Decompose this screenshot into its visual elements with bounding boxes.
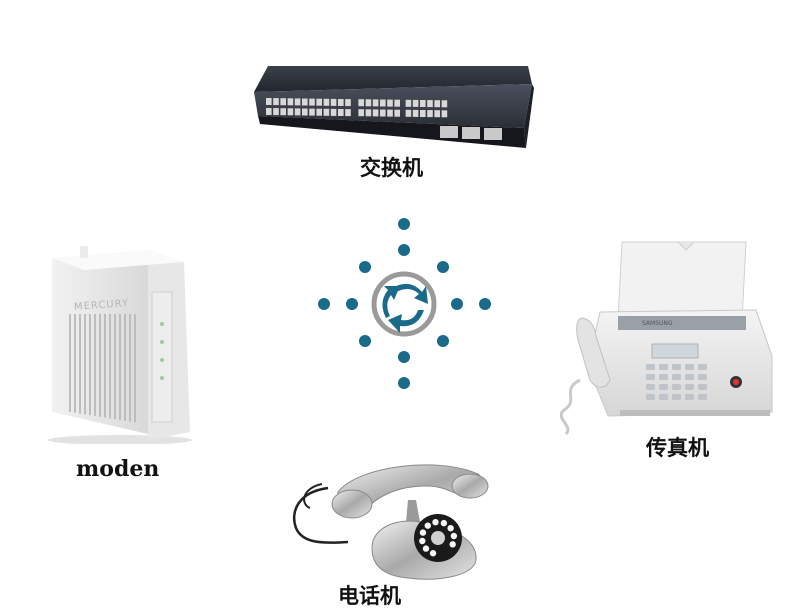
switch-port: [394, 99, 400, 107]
switch-port: [427, 100, 433, 108]
fax-key: [698, 394, 707, 400]
fax-key: [698, 364, 707, 370]
switch-port: [420, 110, 426, 117]
switch-port: [405, 109, 412, 117]
fax-key: [698, 384, 707, 390]
switch-port: [330, 98, 337, 106]
dial-hole: [424, 522, 432, 529]
fax-key: [659, 384, 668, 390]
dial-hole: [429, 550, 437, 557]
fax-key: [672, 384, 681, 390]
fax-key: [646, 394, 655, 400]
dial-hole: [422, 545, 430, 552]
phone-label: 电话机: [338, 584, 401, 608]
switch-port: [316, 108, 322, 116]
switch-port: [434, 110, 440, 118]
switch-port: [358, 99, 364, 107]
switch-port: [273, 98, 279, 106]
modem-icon: [48, 246, 192, 444]
dial-hole: [419, 529, 427, 536]
switch-port: [412, 109, 419, 117]
fax-key: [659, 394, 668, 400]
fax-device: SAMSUNG: [560, 240, 776, 436]
fax-key: [646, 364, 655, 370]
modem-device: MERCURY: [40, 244, 192, 444]
switch-port: [294, 98, 301, 106]
switch-port: [323, 108, 330, 116]
cycle-arrows-icon: [382, 283, 428, 333]
switch-port: [273, 108, 279, 116]
switch-port: [365, 99, 372, 107]
fax-key: [672, 394, 681, 400]
switch-port: [345, 109, 351, 117]
fax-key: [646, 384, 655, 390]
switch-port: [420, 100, 426, 107]
switch-port: [302, 98, 308, 106]
switch-device: [250, 64, 535, 154]
switch-port: [441, 100, 448, 108]
switch-port: [387, 109, 393, 117]
switch-port: [380, 99, 386, 107]
fax-key: [646, 374, 655, 380]
switch-port: [266, 108, 272, 115]
switch-port: [309, 98, 315, 106]
switch-port: [316, 98, 322, 106]
switch-port: [345, 99, 351, 107]
switch-port: [365, 109, 372, 117]
phone-device: [288, 452, 492, 584]
switch-port: [427, 110, 433, 118]
fax-key: [672, 374, 681, 380]
switch-port: [302, 108, 308, 116]
switch-port: [380, 109, 386, 117]
fax-key: [698, 374, 707, 380]
switch-port: [441, 110, 448, 118]
switch-port: [294, 108, 301, 116]
switch-port: [338, 109, 344, 116]
fax-key: [672, 364, 681, 370]
switch-label: 交换机: [360, 156, 423, 180]
dial-hole: [447, 524, 454, 532]
hub-dots: [318, 218, 491, 389]
switch-port: [323, 98, 330, 106]
switch-port: [358, 109, 364, 117]
fax-key: [659, 374, 668, 380]
switch-port: [309, 108, 315, 116]
fax-brand: SAMSUNG: [642, 320, 673, 327]
hub-diagram: [318, 218, 491, 389]
fax-key: [685, 384, 694, 390]
rotary-telephone-icon: [292, 464, 489, 580]
modem-label: moden: [76, 456, 160, 482]
switch-port: [372, 99, 379, 107]
dial-hole: [432, 518, 439, 526]
fax-key: [685, 394, 694, 400]
switch-port: [266, 98, 272, 105]
switch-port: [287, 108, 294, 116]
fax-machine-icon: [560, 241, 773, 436]
switch-port: [330, 108, 337, 116]
switch-port: [394, 109, 400, 117]
dial-hole: [419, 537, 426, 545]
fax-label: 传真机: [646, 436, 709, 460]
fax-key: [659, 364, 668, 370]
hub: [314, 214, 494, 394]
dial-hole: [440, 519, 448, 527]
switch-port: [338, 99, 344, 106]
switch-port: [434, 100, 440, 108]
fax-key: [685, 364, 694, 370]
switch-port: [405, 99, 412, 107]
fax-key: [685, 374, 694, 380]
switch-port: [280, 108, 286, 116]
network-switch-icon: [254, 66, 534, 148]
switch-port: [412, 99, 419, 107]
dial-hole: [449, 541, 456, 548]
dial-hole: [450, 532, 458, 540]
switch-port: [287, 98, 294, 106]
switch-port: [280, 98, 286, 106]
switch-port: [372, 109, 379, 117]
switch-port: [387, 99, 393, 107]
